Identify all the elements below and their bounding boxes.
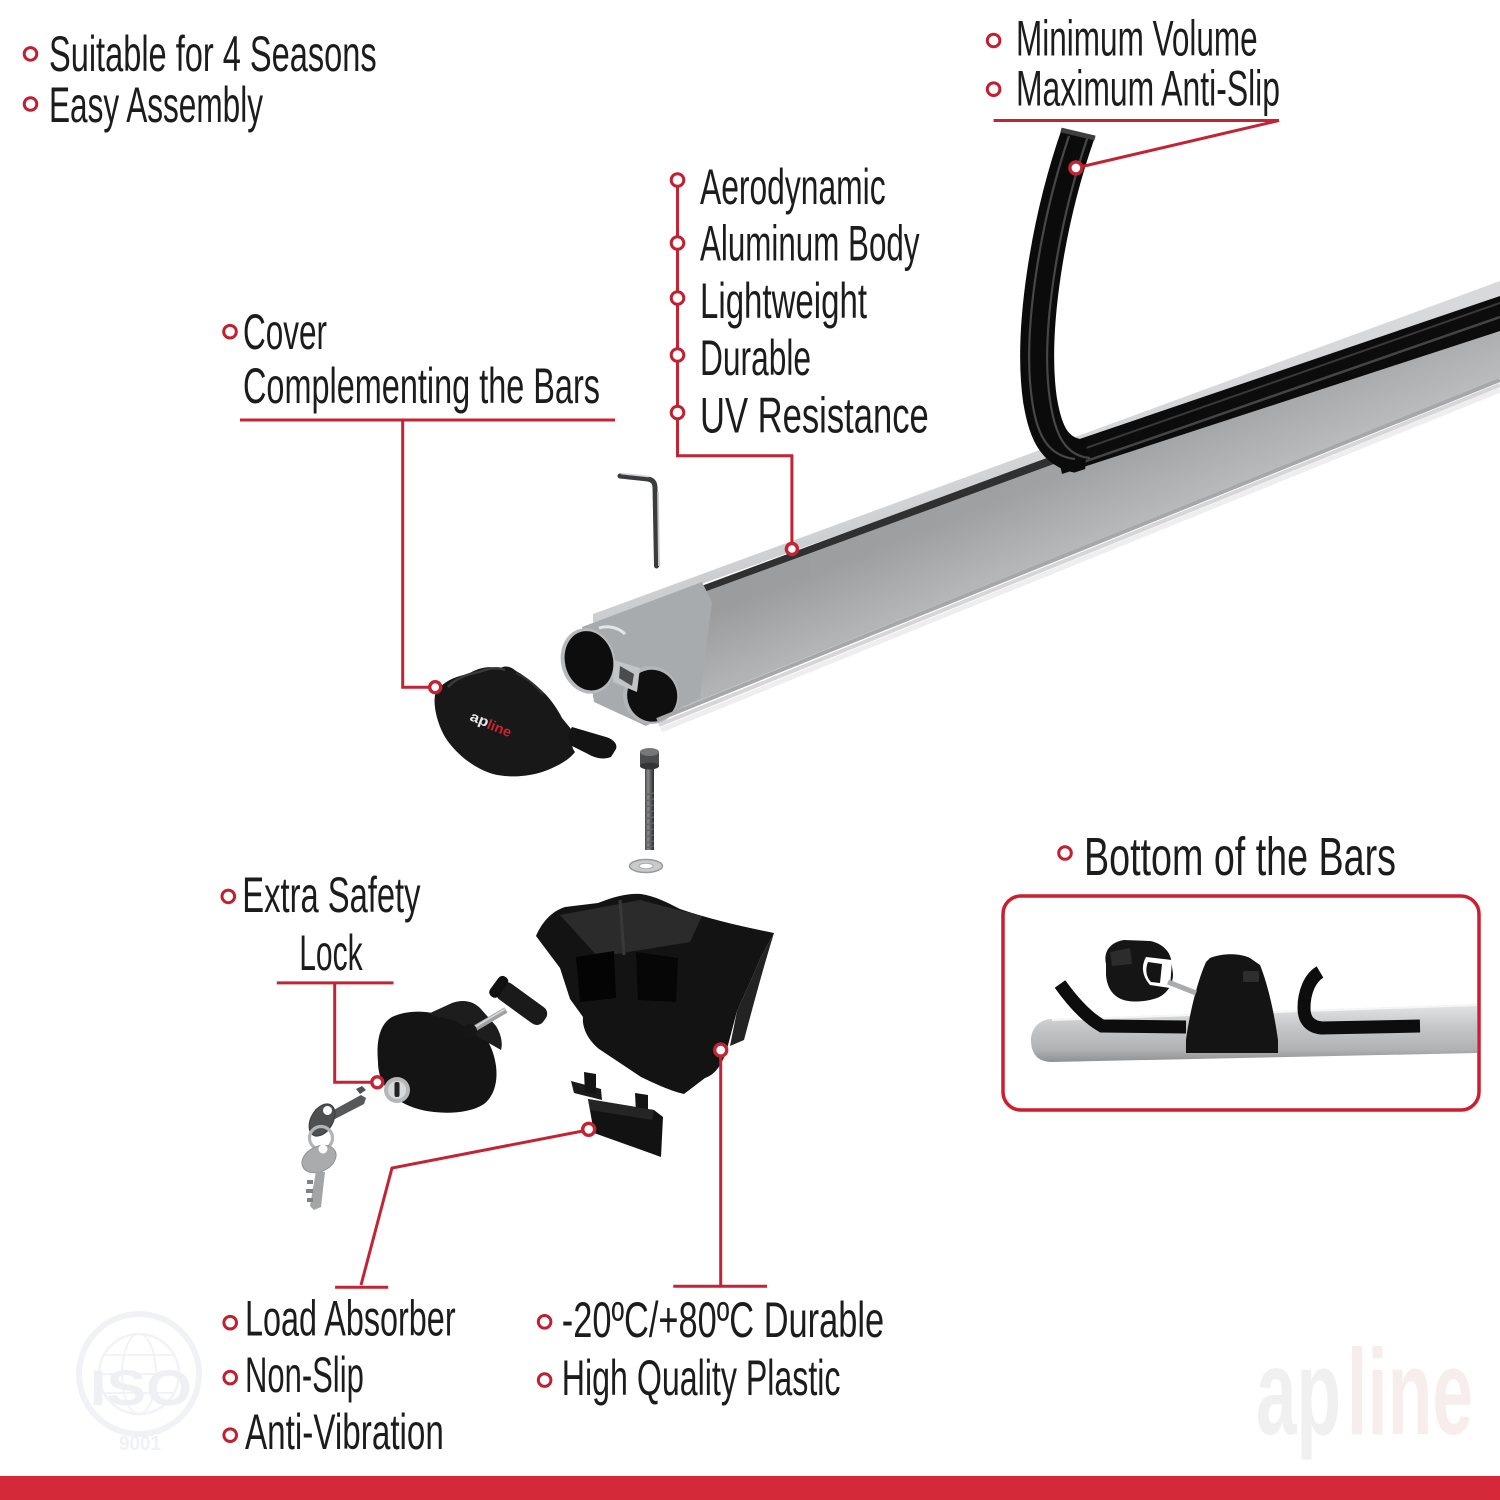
svg-text:ap: ap bbox=[468, 708, 492, 730]
svg-text:Suitable for 4 Seasons: Suitable for 4 Seasons bbox=[49, 26, 377, 82]
svg-text:Cover: Cover bbox=[243, 304, 327, 360]
svg-text:9001: 9001 bbox=[119, 1433, 161, 1455]
svg-text:Durable: Durable bbox=[700, 330, 811, 386]
svg-text:-20ºC/+80ºC Durable: -20ºC/+80ºC Durable bbox=[562, 1292, 884, 1348]
svg-text:Anti-Vibration: Anti-Vibration bbox=[245, 1404, 444, 1460]
svg-text:Bottom of the Bars: Bottom of the Bars bbox=[1084, 827, 1396, 887]
svg-text:Load Absorber: Load Absorber bbox=[245, 1290, 456, 1346]
svg-text:ap: ap bbox=[1256, 1324, 1341, 1460]
svg-text:Minimum Volume: Minimum Volume bbox=[1016, 11, 1258, 67]
svg-text:High Quality Plastic: High Quality Plastic bbox=[562, 1350, 841, 1406]
svg-text:line: line bbox=[1347, 1324, 1473, 1460]
svg-text:Extra Safety: Extra Safety bbox=[242, 867, 420, 923]
svg-text:Non-Slip: Non-Slip bbox=[245, 1347, 364, 1403]
svg-text:Complementing the Bars: Complementing the Bars bbox=[243, 358, 600, 414]
svg-text:Aerodynamic: Aerodynamic bbox=[700, 159, 886, 215]
svg-text:Lock: Lock bbox=[299, 925, 363, 981]
svg-text:Lightweight: Lightweight bbox=[700, 273, 867, 329]
svg-text:Aluminum Body: Aluminum Body bbox=[700, 216, 920, 272]
svg-text:Maximum Anti-Slip: Maximum Anti-Slip bbox=[1016, 60, 1280, 116]
svg-text:UV Resistance: UV Resistance bbox=[700, 388, 929, 444]
svg-text:Easy Assembly: Easy Assembly bbox=[49, 77, 263, 133]
svg-text:ISO: ISO bbox=[90, 1360, 192, 1416]
